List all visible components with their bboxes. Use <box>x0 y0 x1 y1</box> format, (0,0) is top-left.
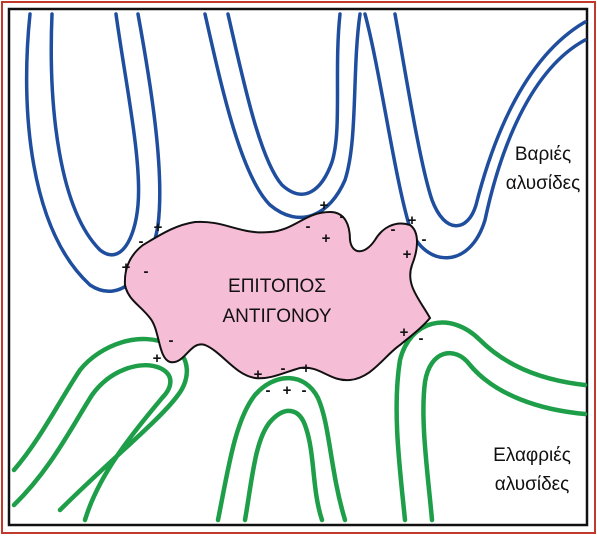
epitope-label-line2: ΑΝΤΙΓΟΝΟΥ <box>222 306 331 327</box>
charge-plus: + <box>153 350 162 367</box>
charge-plus: + <box>322 230 331 247</box>
light-chains-label-line2: αλυσίδες <box>495 474 570 495</box>
epitope-label-line1: ΕΠΙΤΟΠΟΣ <box>228 276 326 297</box>
charge-minus: - <box>169 332 174 349</box>
charge-minus: - <box>422 231 427 248</box>
charge-minus: - <box>139 233 144 250</box>
charge-minus: - <box>144 263 149 280</box>
charge-plus: + <box>400 324 409 341</box>
charge-minus: - <box>340 208 345 225</box>
charge-minus: - <box>281 360 286 377</box>
charge-plus: + <box>403 246 412 263</box>
heavy-chains-label-line1: Βαριές <box>515 144 571 165</box>
heavy-chains-label-line2: αλυσίδες <box>506 173 581 194</box>
charge-minus: - <box>419 330 424 347</box>
charge-minus: - <box>391 221 396 238</box>
charge-minus: - <box>302 382 307 399</box>
charge-minus: - <box>266 382 271 399</box>
charge-plus: + <box>122 259 131 276</box>
charge-minus: - <box>306 218 311 235</box>
charge-plus: + <box>283 382 292 399</box>
charge-plus: + <box>320 197 329 214</box>
charge-plus: + <box>408 212 417 229</box>
light-chains-label-line1: Ελαφριές <box>493 445 571 466</box>
charge-plus: + <box>254 366 263 383</box>
charge-plus: + <box>154 219 163 236</box>
charge-plus: + <box>302 360 311 377</box>
